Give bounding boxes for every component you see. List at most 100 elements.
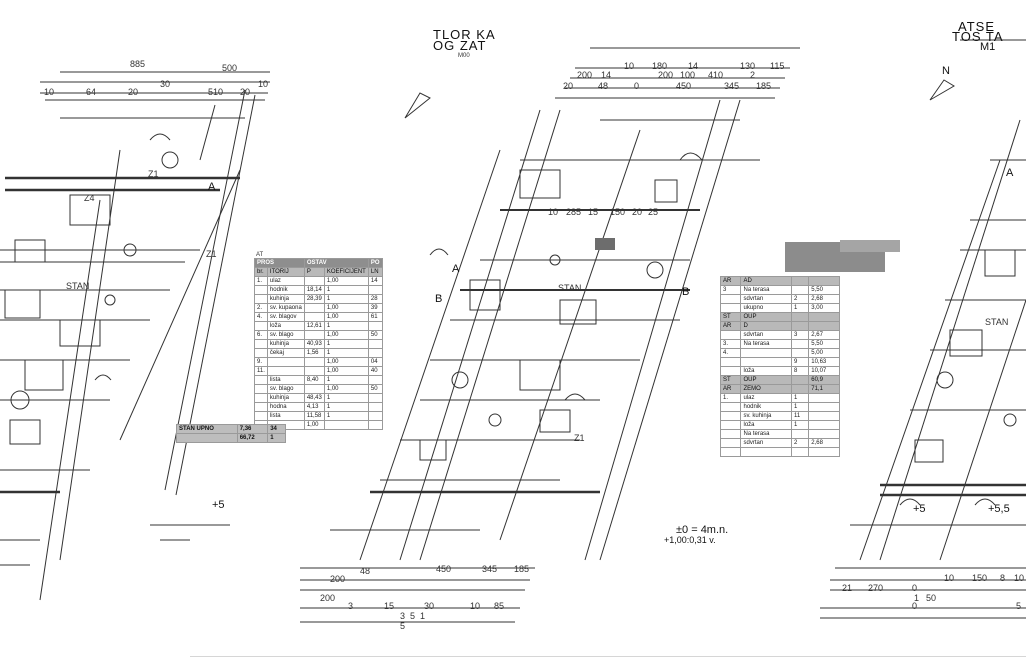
dim-top-center: 48 [598, 81, 609, 91]
table-cell [367, 375, 383, 385]
table-cell [266, 357, 305, 367]
elevation-mark: +5,5 [988, 503, 1010, 515]
dim-top-center: 14 [601, 70, 612, 80]
dim-top-center: 200 [577, 70, 593, 80]
table-cell: 4. [719, 348, 742, 358]
table-cell: 5,00 [808, 348, 840, 358]
table-cell: 7,36 [236, 424, 269, 434]
dim-bottom-right: 10 [944, 573, 955, 583]
table-cell: 1. [254, 276, 268, 286]
table-cell: sv. kuhinja [740, 411, 792, 421]
table-cell: čekaj [266, 348, 305, 358]
left-floor-plan [0, 71, 270, 601]
corner-title-line2: TOS TA [952, 29, 1004, 44]
table-cell: 18,14 [303, 285, 325, 295]
table-cell [808, 321, 840, 331]
linework [0, 39, 1026, 623]
table-column-header: LN [367, 267, 383, 277]
table-cell [303, 384, 325, 394]
table-cell: sv. kupaona [266, 303, 305, 313]
table-cell: 1 [323, 294, 369, 304]
dim-bottom-center: 3 [400, 611, 406, 621]
dim-top-center: 15 [588, 207, 599, 217]
table-cell [808, 276, 840, 286]
table-header-cell: PO [367, 258, 383, 268]
table-cell [254, 375, 268, 385]
table-cell: 8 [790, 366, 810, 376]
table-cell: loža [740, 420, 792, 430]
table-cell [303, 366, 325, 376]
area-table-left: PROS OSTAV PO br. ITORIJ P KOEFICIJENT L… [254, 258, 383, 430]
room-label: STAN [558, 283, 582, 293]
table-row: 4. 5,00 [719, 348, 840, 358]
table-cell [790, 375, 810, 385]
dim-top-center: 185 [756, 81, 772, 91]
dim-top-center: 25 [648, 207, 659, 217]
table-cell [254, 339, 268, 349]
room-label: STAN [66, 281, 90, 291]
table-cell [303, 357, 325, 367]
plan-label: Z1 [574, 433, 585, 443]
dim-top-center: 20 [563, 81, 574, 91]
table-cell [303, 312, 325, 322]
table-cell [719, 330, 742, 340]
table-cell: 1,00 [323, 357, 369, 367]
dim-bottom-center: 5 [410, 611, 416, 621]
table-cell: 4. [254, 312, 268, 322]
table-cell [808, 420, 840, 430]
table-cell: AR [719, 276, 742, 286]
right-floor-plan [820, 39, 1026, 619]
table-cell: 5,50 [808, 285, 840, 295]
table-cell: 1,00 [323, 303, 369, 313]
table-footer-row: 66,72 1 [176, 433, 286, 443]
table-cell: sv. blagov [266, 312, 305, 322]
table-cell: 1,00 [323, 276, 369, 286]
dim-top-center: 2 [750, 70, 756, 80]
table-cell [367, 285, 383, 295]
table-column-header: P [303, 267, 325, 277]
table-cell: Na terasa [740, 429, 792, 439]
table-cell: 71,1 [808, 384, 840, 394]
table-cell [740, 447, 792, 457]
dim-top-left: 30 [160, 79, 171, 89]
table-cell: kuhinja [266, 339, 305, 349]
table-cell: 28 [367, 294, 383, 304]
dim-bottom-center: 30 [424, 601, 435, 611]
table-cell: AD [740, 276, 792, 286]
table-cell: 66,72 [236, 433, 269, 443]
table-cell: 1 [790, 393, 810, 403]
dim-bottom-right: 21 [842, 583, 853, 593]
table-cell: sdvrtan [740, 438, 792, 448]
table-cell: 3,00 [808, 303, 840, 313]
dim-top-left: 20 [240, 87, 251, 97]
table-cell: Na terasa [740, 339, 792, 349]
section-marker: B [435, 293, 443, 305]
center-floor-plan [300, 47, 800, 623]
table-cell: 11. [254, 366, 268, 376]
dim-bottom-center: 10 [470, 601, 481, 611]
corner-title-line1: ATSE [958, 19, 995, 34]
table-header-row: PROS OSTAV PO [254, 258, 383, 268]
table-cell: 9. [254, 357, 268, 367]
table-cell [719, 303, 742, 313]
table-cell: 61 [367, 312, 383, 322]
dim-top-center: 0 [634, 81, 640, 91]
table-cell [367, 402, 383, 412]
dim-bottom-right: 0 [912, 583, 918, 593]
table-cell [254, 411, 268, 421]
dim-top-left: 885 [130, 59, 146, 69]
bottom-divider [190, 656, 1026, 657]
table-cell: 9 [790, 357, 810, 367]
table-cell [719, 447, 742, 457]
dim-top-center: 180 [652, 61, 668, 71]
dim-top-center: 285 [566, 207, 582, 217]
